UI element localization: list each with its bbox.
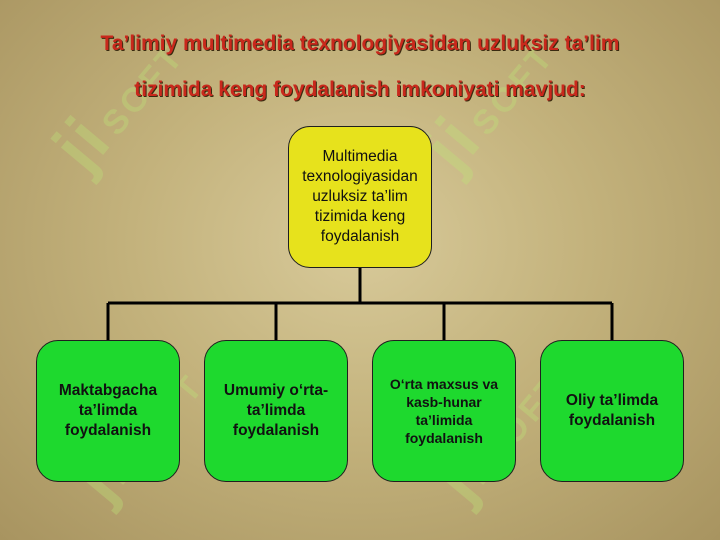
slide-title-line-2: tizimida keng foydalanish imkoniyati mav… (134, 78, 586, 101)
child-node-preschool: Maktabgacha ta’limda foydalanish (36, 340, 180, 482)
child-node-higher: Oliy ta’limda foydalanish (540, 340, 684, 482)
slide-title-line-1: Ta’limiy multimedia texnologiyasidan uzl… (100, 32, 620, 55)
child-node-label: O‘rta maxsus va kasb-hunar ta’limida foy… (389, 376, 499, 446)
child-node-label: Maktabgacha ta’limda foydalanish (58, 382, 158, 439)
child-node-general-secondary: Umumiy o‘rta-ta’limda foydalanish (204, 340, 348, 482)
child-node-label: Umumiy o‘rta-ta’limda foydalanish (223, 382, 329, 439)
root-node: Multimedia texnologiyasidan uzluksiz ta’… (288, 126, 432, 268)
root-node-label: Multimedia texnologiyasidan uzluksiz ta’… (302, 148, 418, 245)
child-node-label: Oliy ta’limda foydalanish (565, 392, 659, 429)
child-node-vocational: O‘rta maxsus va kasb-hunar ta’limida foy… (372, 340, 516, 482)
